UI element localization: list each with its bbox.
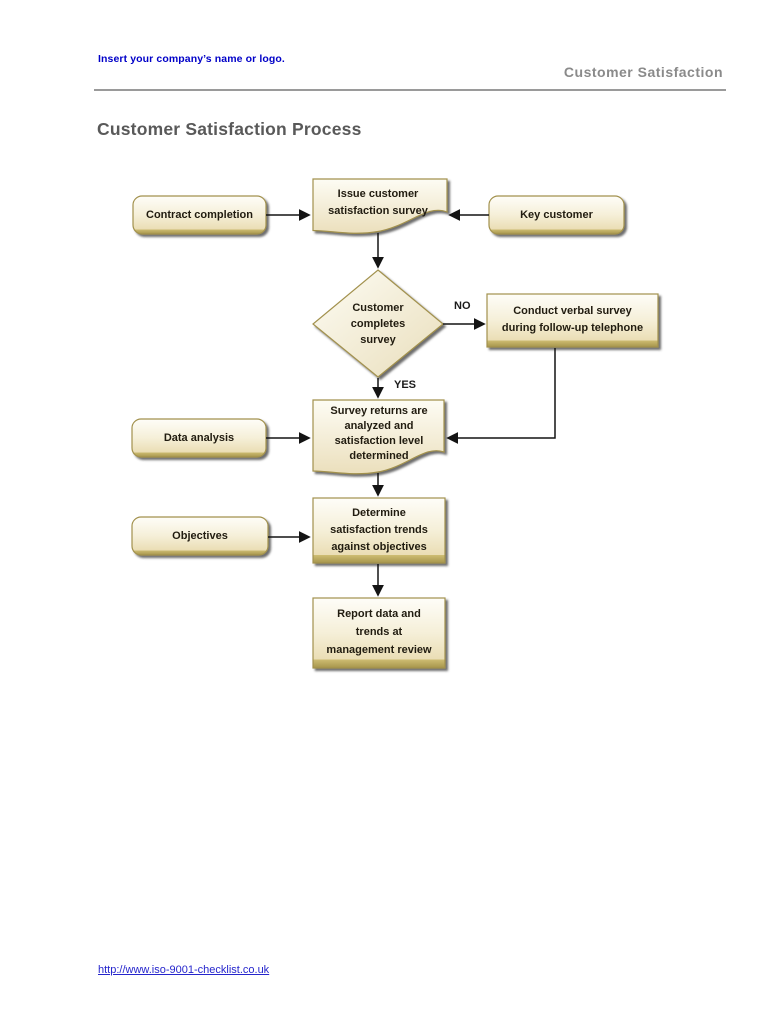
objectives-shape	[131, 516, 269, 556]
issue-survey-document-shape	[312, 178, 448, 234]
determine-trends-shape	[312, 497, 446, 564]
document-header-title: Customer Satisfaction	[563, 64, 723, 80]
branch-label-no: NO	[454, 300, 471, 312]
company-name-placeholder: Insert your company’s name or logo.	[98, 53, 285, 65]
header-divider	[94, 89, 726, 91]
survey-returns-document-shape	[312, 399, 445, 475]
arrow-conduct-to-survey-returns	[446, 348, 556, 444]
data-analysis-shape	[131, 418, 267, 458]
report-data-shape	[312, 597, 446, 669]
conduct-verbal-shape	[486, 293, 659, 348]
page-title: Customer Satisfaction Process	[97, 119, 362, 139]
decision-diamond-shape	[312, 269, 444, 378]
contract-completion-shape	[132, 195, 267, 235]
branch-label-yes: YES	[394, 379, 417, 391]
key-customer-shape	[488, 195, 625, 235]
footer-link[interactable]: http://www.iso-9001-checklist.co.uk	[98, 964, 270, 976]
